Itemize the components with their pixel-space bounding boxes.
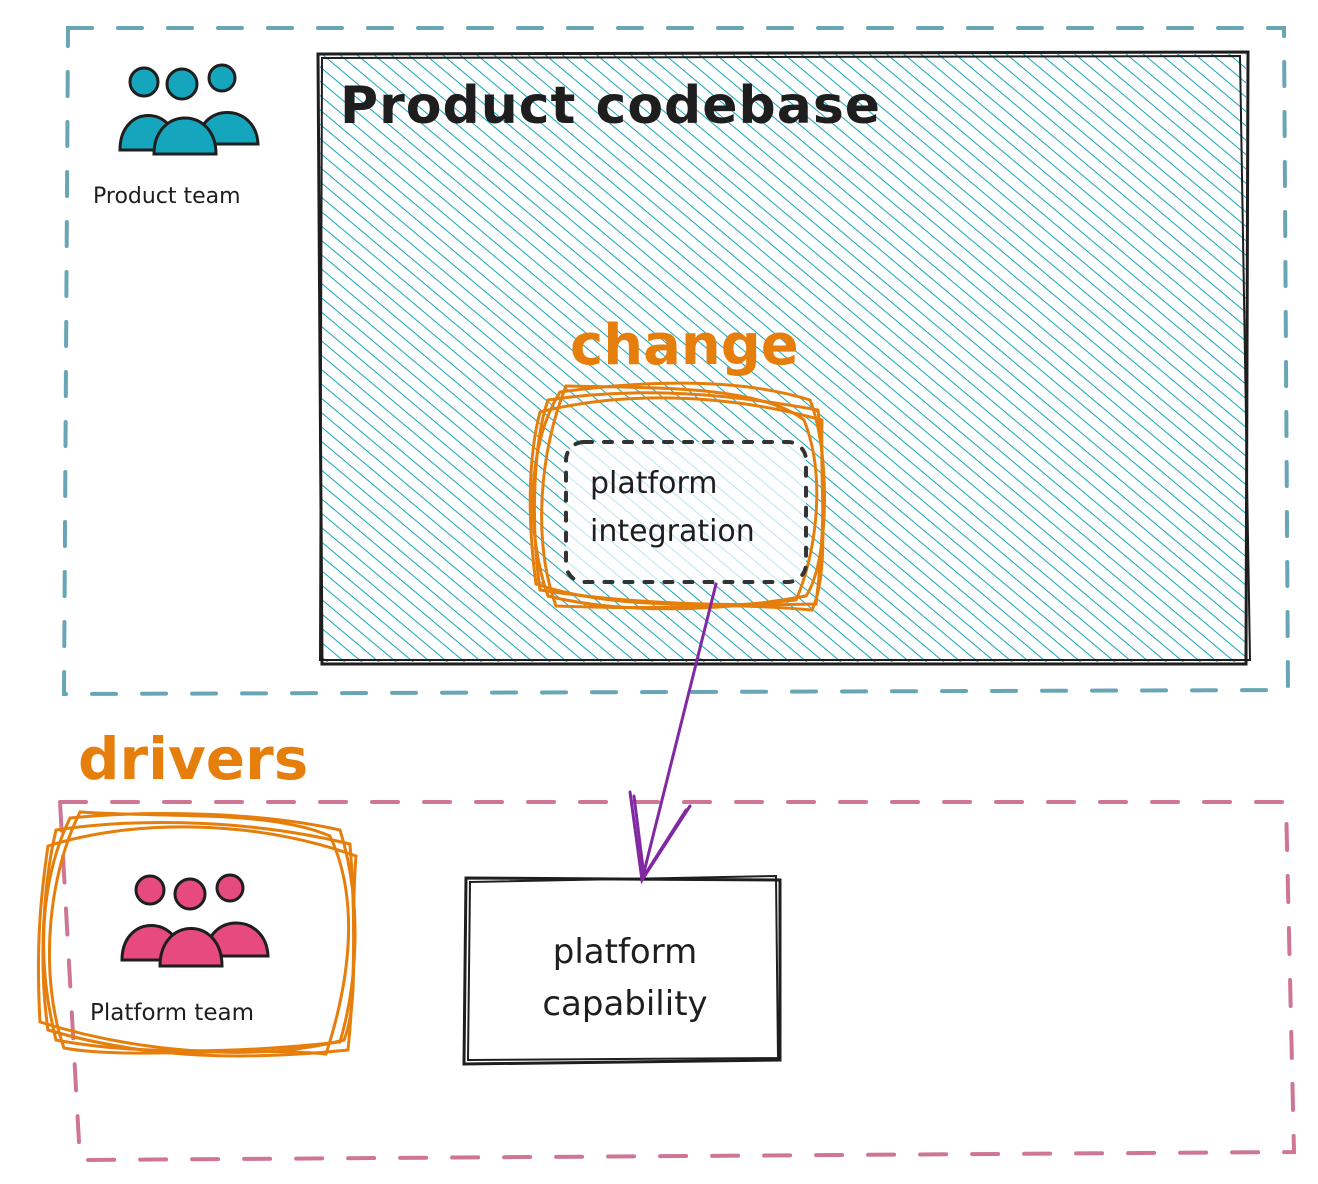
platform-team-icon xyxy=(120,873,270,968)
product-team-icon xyxy=(118,63,260,156)
drivers-label: drivers xyxy=(78,725,309,793)
product-codebase-title: Product codebase xyxy=(340,76,882,136)
platform-team-boundary xyxy=(57,800,1297,1163)
integration-to-capability-arrow xyxy=(628,582,718,885)
product-team-boundary xyxy=(61,26,1291,697)
drivers-highlight xyxy=(36,810,358,1058)
platform-team-label: Platform team xyxy=(90,1000,254,1026)
change-highlight xyxy=(528,381,827,612)
platform-integration-box[interactable] xyxy=(564,440,808,584)
platform-capability-box[interactable] xyxy=(462,874,782,1066)
platform-capability-label: platform capability xyxy=(542,932,708,1024)
product-team-label: Product team xyxy=(93,184,241,209)
platform-integration-label: platform integration xyxy=(590,466,755,549)
change-label: change xyxy=(570,313,799,378)
